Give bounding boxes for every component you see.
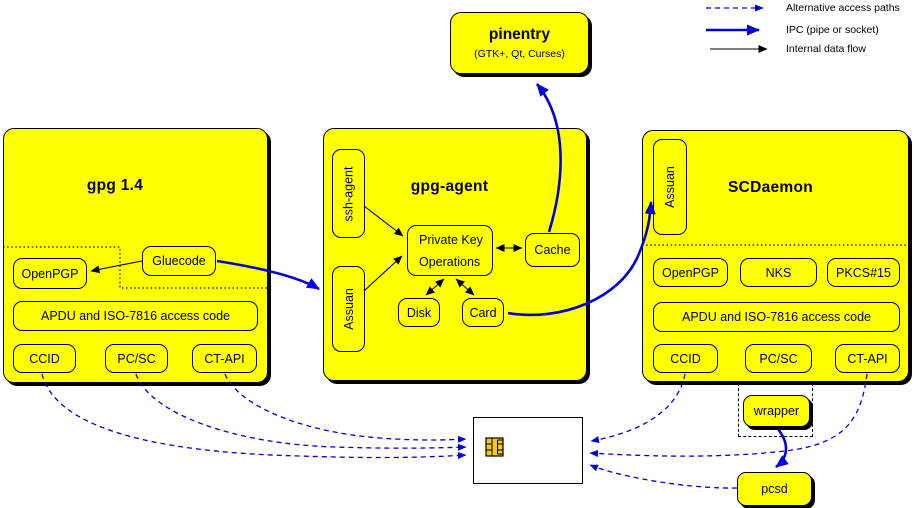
gpg-agent-assuan-label: Assuan — [341, 288, 356, 330]
gpg14-pcsc-node: PC/SC — [105, 344, 168, 373]
gpg14-ctapi-node: CT-API — [192, 344, 257, 373]
pko-line2: Operations — [419, 254, 481, 269]
scdaemon-nks-node: NKS — [740, 258, 817, 287]
scdaemon-title: SCDaemon — [727, 179, 814, 196]
scdaemon-ctapi-node: CT-API — [835, 344, 900, 373]
gluecode-node: Gluecode — [142, 246, 216, 276]
pinentry-subtitle: (GTK+, Qt, Curses) — [474, 48, 565, 60]
scdaemon-assuan-label: Assuan — [663, 166, 678, 208]
alt-gpg14-pcsc-to-card — [135, 373, 467, 451]
gpg14-title: gpg 1.4 — [86, 177, 144, 194]
disk-node: Disk — [398, 298, 440, 327]
alt-scdaemon-ctapi-to-card — [589, 373, 868, 457]
scdaemon-assuan-node: Assuan — [653, 139, 687, 235]
scdaemon-openpgp-node: OpenPGP — [653, 258, 728, 287]
alt-gpg14-ccid-to-card — [41, 373, 467, 460]
legend-ipc-label: IPC (pipe or socket) — [786, 24, 879, 36]
scdaemon-apdu-node: APDU and ISO-7816 access code — [653, 302, 900, 332]
gpg14-apdu-node: APDU and ISO-7816 access code — [13, 301, 258, 331]
private-key-operations-node: Private Key Operations — [407, 225, 493, 276]
smartcard — [473, 417, 583, 484]
gpg-agent-assuan-node: Assuan — [332, 266, 365, 352]
legend-alternative-label: Alternative access paths — [786, 2, 900, 14]
wrapper-node: wrapper — [743, 395, 810, 427]
scdaemon-pcsc-node: PC/SC — [745, 344, 812, 373]
alt-gpg14-ctapi-to-card — [224, 373, 467, 443]
gpg14-openpgp-node: OpenPGP — [13, 258, 87, 289]
legend-internal-label: Internal data flow — [786, 43, 866, 55]
gpg-agent-title: gpg-agent — [410, 178, 489, 195]
ssh-agent-node: ssh-agent — [332, 149, 365, 238]
scdaemon-pkcs15-node: PKCS#15 — [827, 258, 900, 287]
pcsd-node: pcsd — [737, 472, 812, 506]
pko-line1: Private Key — [419, 232, 483, 247]
alt-scdaemon-ccid-to-card — [590, 373, 686, 444]
gpg14-ccid-node: CCID — [13, 344, 76, 373]
alt-pcsd-to-card — [589, 464, 738, 489]
cache-node: Cache — [525, 233, 580, 267]
scdaemon-ccid-node: CCID — [653, 344, 718, 373]
pinentry-box: pinentry (GTK+, Qt, Curses) — [450, 12, 589, 74]
pinentry-title: pinentry — [488, 26, 551, 43]
agent-card-node: Card — [462, 298, 504, 327]
ssh-agent-label: ssh-agent — [341, 166, 356, 221]
